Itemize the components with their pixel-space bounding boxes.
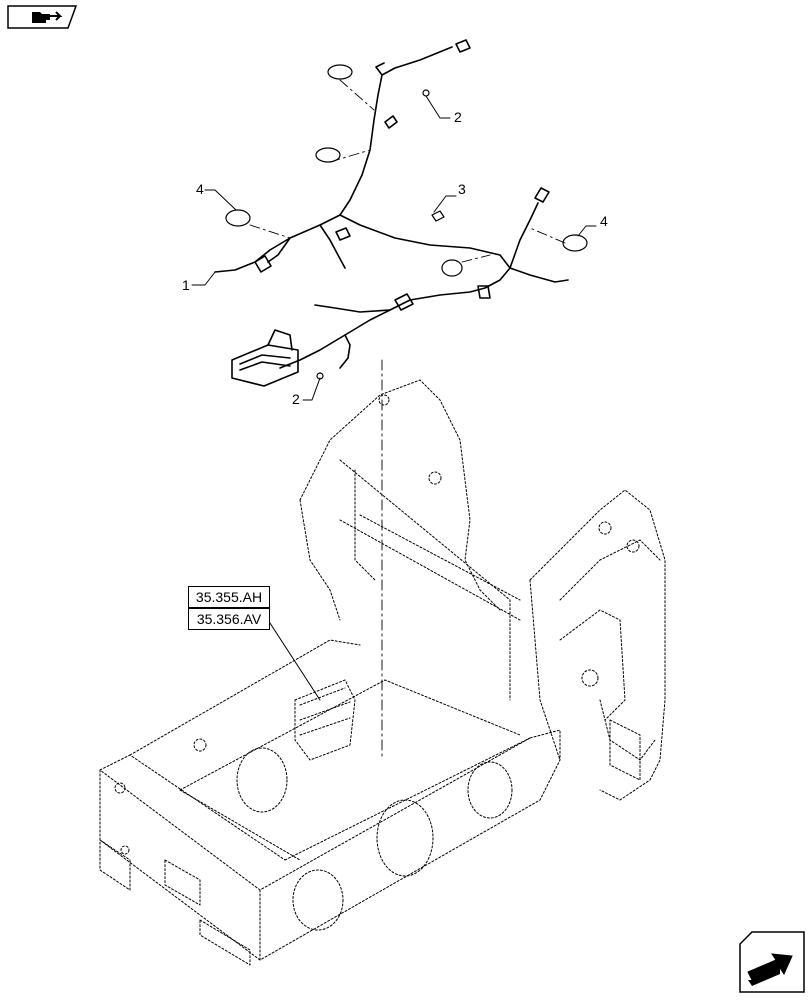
callout-4-right: 4 bbox=[600, 213, 608, 229]
callout-2-top: 2 bbox=[454, 109, 462, 125]
callout-4-left: 4 bbox=[196, 181, 204, 197]
callout-2-bottom: 2 bbox=[292, 391, 300, 407]
callout-1: 1 bbox=[182, 277, 190, 293]
phantom-lines bbox=[249, 79, 566, 761]
reference-link-35-355-ah[interactable]: 35.355.AH bbox=[188, 586, 270, 608]
reference-link-35-356-av[interactable]: 35.356.AV bbox=[188, 608, 270, 630]
machine-frame bbox=[99, 379, 666, 966]
leader-lines bbox=[191, 95, 597, 701]
grommets bbox=[225, 64, 588, 380]
callout-3: 3 bbox=[458, 181, 466, 197]
next-page-arrow-icon[interactable] bbox=[738, 930, 806, 994]
wire-harness bbox=[214, 39, 569, 387]
page-back-icon[interactable] bbox=[6, 4, 78, 30]
